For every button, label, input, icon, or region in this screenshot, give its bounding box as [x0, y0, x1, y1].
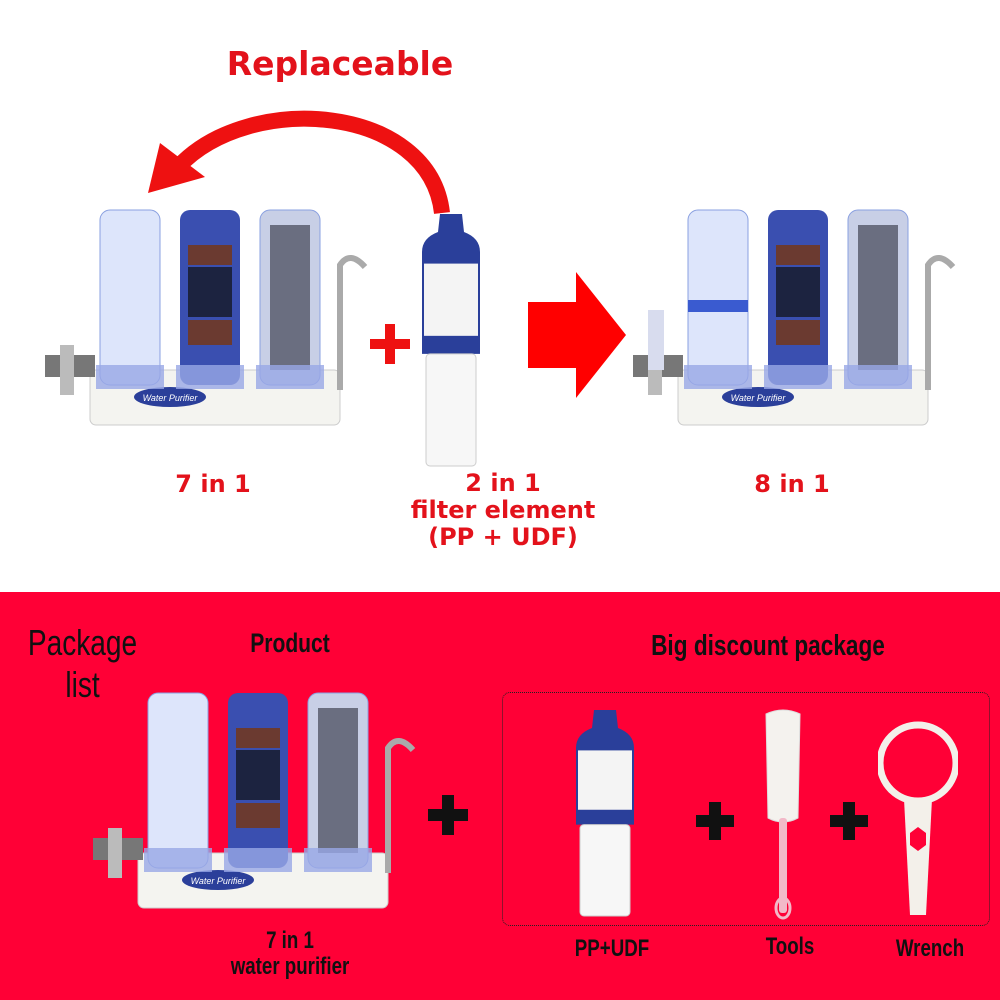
label-2in1-line2: filter element: [410, 496, 596, 524]
purifier-8in1-image: Water Purifier: [628, 205, 968, 440]
discount-heading: Big discount package: [651, 630, 885, 662]
purifier-product-image: Water Purifier: [88, 688, 428, 923]
label-8in1: 8 in 1: [754, 470, 830, 498]
label-2in1-line3: (PP + UDF): [428, 523, 578, 551]
plus-icon: [428, 795, 468, 835]
label-7in1: 7 in 1: [175, 470, 251, 498]
curved-arrow-icon: [148, 110, 450, 215]
svg-text:Water Purifier: Water Purifier: [191, 876, 247, 886]
package-list-heading: Package list: [26, 622, 139, 706]
label-2in1-line1: 2 in 1: [465, 469, 541, 497]
item-label-tools: Tools: [765, 933, 815, 960]
discount-package-box: [502, 692, 990, 926]
pp-udf-filter-image: [572, 708, 638, 920]
wrench-image: [878, 721, 958, 915]
cleaning-brush-image: [765, 709, 801, 920]
label-2in1: 2 in 1 filter element (PP + UDF): [383, 470, 623, 551]
product-heading: Product: [250, 628, 330, 658]
svg-text:Water Purifier: Water Purifier: [731, 393, 787, 403]
plus-icon: [830, 802, 868, 840]
plus-icon: [696, 802, 734, 840]
product-label: 7 in 1 water purifier: [212, 928, 368, 980]
svg-text:Water Purifier: Water Purifier: [143, 393, 199, 403]
plus-icon: [370, 324, 410, 364]
package-list-line1: Package: [27, 622, 138, 663]
purifier-7in1-image: Water Purifier: [40, 205, 380, 440]
replaceable-title: Replaceable: [226, 44, 454, 83]
item-label-pp-udf: PP+UDF: [574, 935, 650, 962]
product-label-line1: 7 in 1: [266, 927, 314, 954]
right-arrow-icon: [528, 272, 626, 398]
item-label-wrench: Wrench: [895, 935, 965, 962]
package-list-line2: list: [65, 664, 100, 705]
product-label-line2: water purifier: [230, 953, 350, 980]
filter-element-image: [418, 212, 484, 470]
